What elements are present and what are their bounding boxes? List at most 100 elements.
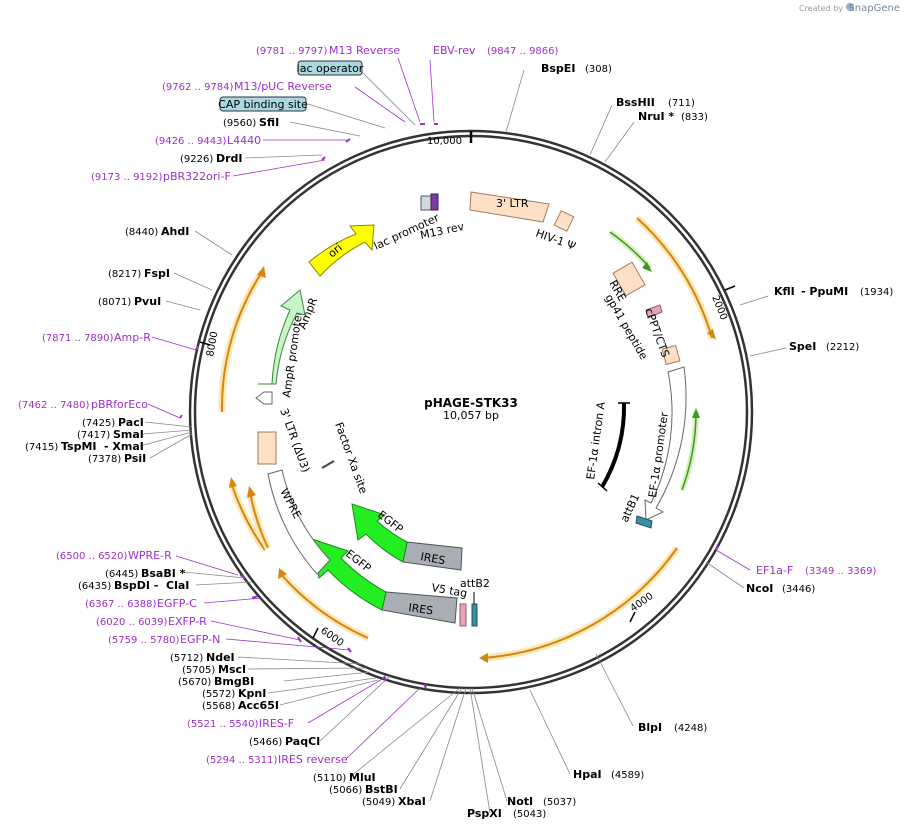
site-labels: BspEI (308) BssHII (711) NruI * (833) Kf… [25,62,893,820]
primer-range-wpre-r: (6500 .. 6520) [56,551,128,562]
site-paci[interactable]: PacI [118,416,144,429]
primer-ebvrev[interactable]: EBV-rev [433,44,476,57]
primer-pbr322ori[interactable]: pBR322ori-F [163,170,231,183]
site-paqci[interactable]: PaqCI [285,735,320,748]
primer-ef1a-f[interactable]: EF1a-F [756,564,793,577]
ltr3-au3-feature[interactable] [257,431,277,465]
primer-markers [179,123,719,689]
primer-range-egfp-n: (5759 .. 5780) [108,635,180,646]
hiv-psi-feature[interactable] [553,210,575,232]
site-pspxi[interactable]: PspXI [467,807,502,820]
gp41-feature[interactable] [645,304,663,319]
egfp-feature-inner[interactable] [351,503,408,563]
ltr3-feature[interactable] [469,191,550,223]
site-pos-pspxi: (5043) [513,809,546,820]
site-bmgbi[interactable]: BmgBI [214,675,254,688]
primer-ires-rev[interactable]: IRES reverse [278,753,348,766]
site-hpai[interactable]: HpaI [573,768,602,781]
primer-m13puc[interactable]: M13/pUC Reverse [234,80,332,93]
site-ahdi[interactable]: AhdI [161,225,189,238]
site-pos-msci: (5705) [182,665,215,676]
rre-feature[interactable] [612,261,646,297]
site-pvui[interactable]: PvuI [134,295,161,308]
primer-range-exfp-r: (6020 .. 6039) [96,617,168,628]
ires-outer-label: IRES [408,601,434,617]
primer-range-m13puc: (9762 .. 9784) [162,82,234,93]
site-psii[interactable]: PsiI [124,452,146,465]
site-noti[interactable]: NotI [507,795,533,808]
ef1a-intron-end-cap [597,482,608,492]
site-drdi[interactable]: DrdI [216,152,243,165]
site-smai[interactable]: SmaI [113,428,144,441]
ef1a-promoter-feature[interactable] [644,366,687,521]
tick-4000 [629,611,636,623]
primer-range-ampr: (7871 .. 7890) [42,333,114,344]
site-pos-acc65i: (5568) [202,701,235,712]
primer-l4440[interactable]: L4440 [227,134,261,147]
site-pos-smai: (7417) [77,430,110,441]
site-kfli[interactable]: KflI [774,285,795,298]
factor-xa-feature[interactable] [321,460,335,469]
cap-binding-site-box[interactable] [219,96,307,112]
site-clai[interactable]: ClaI [166,579,189,592]
egfp-feature-outer[interactable] [311,538,387,611]
attb2-feature[interactable] [471,603,478,627]
site-spei[interactable]: SpeI [789,340,816,353]
site-ncoi[interactable]: NcoI [746,582,773,595]
ampr-feature[interactable] [258,289,306,385]
site-mlui[interactable]: MluI [349,771,376,784]
orf-arrowhead-6 [247,486,256,498]
primer-pbrforeco[interactable]: pBRforEco [91,398,148,411]
primer-ires-f[interactable]: IRES-F [259,717,294,730]
site-bspei[interactable]: BspEI [541,62,575,75]
ori-feature[interactable] [308,224,375,277]
ampr-promoter-feature[interactable] [255,391,273,405]
site-ppumi[interactable]: - PpuMI [801,285,848,298]
site-pos-pvui: (8071) [98,297,131,308]
primer-range-ebvrev: (9847 .. 9866) [487,46,559,57]
primer-egfp-c[interactable]: EGFP-C [157,597,197,610]
ef1a-intron-label: EF-1α intron A [584,401,608,481]
ires-inner-label: IRES [419,550,446,567]
ef1a-intron-feature[interactable] [600,402,627,489]
primer-ampr[interactable]: Amp-R [114,331,151,344]
primer-egfp-n[interactable]: EGFP-N [180,633,220,646]
site-xmai[interactable]: - XmaI [104,440,144,453]
site-nrui[interactable]: NruI * [638,110,674,123]
site-acc65i[interactable]: Acc65I [238,699,279,712]
v5-tag-label: V5 tag [430,581,468,600]
site-pos-xbai: (5049) [362,797,395,808]
v5-tag-feature[interactable] [459,603,467,627]
site-bsshii[interactable]: BssHII [616,96,655,109]
primer-labels: (9781 .. 9797) M13 Reverse EBV-rev (9847… [18,44,877,766]
primer-range-pbrforeco: (7462 .. 7480) [18,400,90,411]
lac-operator-box[interactable] [297,60,363,76]
cppt-feature[interactable] [661,344,681,366]
site-xbai[interactable]: XbaI [398,795,426,808]
attb1-feature[interactable] [635,515,653,529]
site-fspi[interactable]: FspI [144,267,170,280]
site-kpni[interactable]: KpnI [238,687,266,700]
site-pos-bstbi: (5066) [329,785,362,796]
site-tspmi[interactable]: TspMI [61,440,97,453]
m13rev-feature[interactable] [430,193,439,211]
primer-exfp-r[interactable]: EXFP-R [168,615,207,628]
wpre-feature[interactable] [267,469,331,575]
site-blpi[interactable]: BlpI [638,721,662,734]
orf-arc-3 [279,572,369,639]
site-sfii[interactable]: SfiI [259,116,279,129]
site-ndei[interactable]: NdeI [206,651,235,664]
primer-range-m13reverse: (9781 .. 9797) [256,46,328,57]
site-bstbi[interactable]: BstBI [365,783,398,796]
site-bspdi[interactable]: BspDI - [114,579,158,592]
site-pos-ncoi: (3446) [782,584,815,595]
tick-8000 [199,341,211,346]
site-bsabi[interactable]: BsaBI * [141,567,186,580]
orf-arrowhead-4 [229,477,237,488]
site-pos-hpai: (4589) [611,770,644,781]
green-arrowhead-1 [642,262,652,272]
primer-wpre-r[interactable]: WPRE-R [128,549,172,562]
primer-m13reverse[interactable]: M13 Reverse [329,44,400,57]
site-msci[interactable]: MscI [218,663,246,676]
